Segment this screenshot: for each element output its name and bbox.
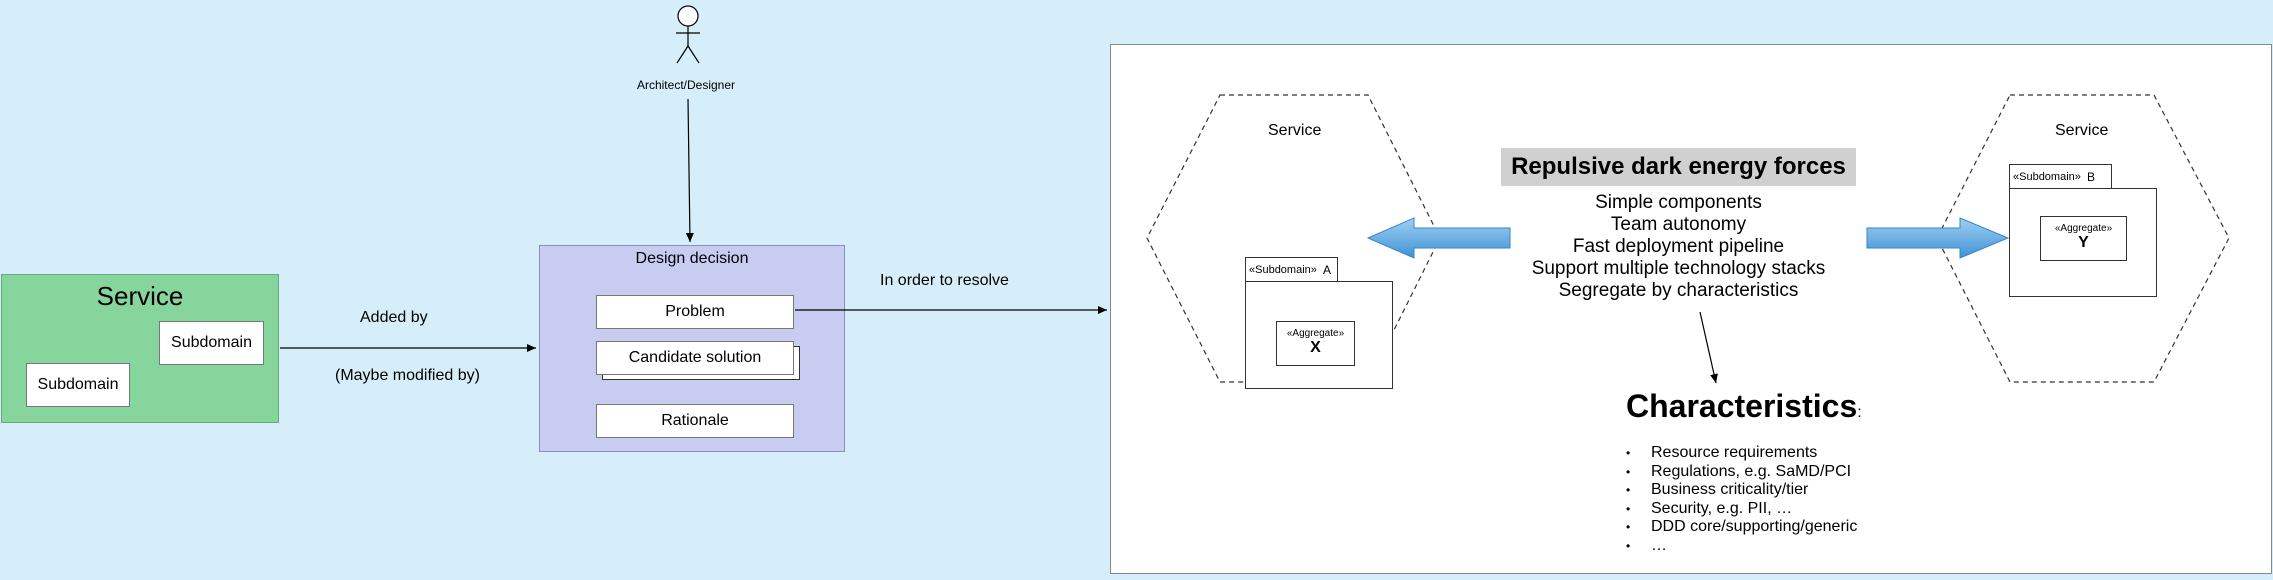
characteristic-item: DDD core/supporting/generic (1626, 518, 1857, 537)
service-hexagon-right (1936, 94, 2230, 383)
characteristics-title: Characteristics (1626, 388, 1858, 424)
characteristics-list: Resource requirements Regulations, e.g. … (1626, 444, 1857, 555)
subdomain-a-body: «Aggregate» X (1245, 281, 1393, 389)
problem-box: Problem (596, 295, 794, 329)
candidate-solution-box: Candidate solution (596, 341, 794, 375)
edge-label-added-by: Added by (360, 309, 428, 326)
design-decision-title: Design decision (635, 250, 749, 267)
forces-list: Simple components Team autonomy Fast dep… (1486, 192, 1871, 302)
design-decision-box: Design decision Problem Candidate soluti… (539, 245, 845, 452)
characteristics-heading: Characteristics: (1626, 388, 1862, 425)
rationale-box: Rationale (596, 404, 794, 438)
characteristic-item: Regulations, e.g. SaMD/PCI (1626, 463, 1857, 482)
subdomain-b-stereotype: «Subdomain» (2013, 170, 2081, 183)
characteristic-item: Business criticality/tier (1626, 481, 1857, 500)
force-item: Fast deployment pipeline (1572, 236, 1785, 257)
characteristic-item: Security, e.g. PII, … (1626, 500, 1857, 519)
characteristics-colon: : (1857, 404, 1862, 421)
service-label-right: Service (2055, 122, 2109, 139)
edge-label-in-order-to-resolve: In order to resolve (880, 272, 1009, 289)
characteristic-item: … (1626, 537, 1857, 556)
subdomain-a-tab: «Subdomain» A (1245, 257, 1338, 282)
subdomain-box-lower: Subdomain (26, 363, 130, 407)
block-arrow-right (1866, 217, 2010, 259)
service-label-left: Service (1268, 122, 1322, 139)
force-item: Segregate by characteristics (1558, 280, 1799, 301)
aggregate-y: «Aggregate» Y (2040, 216, 2127, 261)
subdomain-b-tab: «Subdomain» B (2009, 164, 2112, 189)
characteristic-item: Resource requirements (1626, 444, 1857, 463)
actor-stick-figure (676, 5, 700, 64)
aggregate-x: «Aggregate» X (1276, 321, 1355, 366)
subdomain-b-name: B (2087, 169, 2096, 184)
service-title: Service (96, 281, 184, 311)
service-box-left: Service Subdomain Subdomain (1, 274, 279, 423)
subdomain-a-stereotype: «Subdomain» (1249, 263, 1317, 276)
force-item: Team autonomy (1610, 214, 1747, 235)
actor-label: Architect/Designer (636, 78, 736, 92)
forces-title: Repulsive dark energy forces (1501, 148, 1856, 186)
force-item: Support multiple technology stacks (1531, 258, 1826, 279)
connector-forces-to-characteristics (1699, 311, 1718, 384)
subdomain-b-body: «Aggregate» Y (2009, 188, 2157, 297)
aggregate-x-name: X (1310, 339, 1321, 356)
connector-actor-to-decision (685, 98, 694, 243)
aggregate-x-stereotype: «Aggregate» (1286, 328, 1345, 339)
aggregate-y-stereotype: «Aggregate» (2054, 223, 2113, 234)
block-arrow-left (1366, 217, 1511, 259)
aggregate-y-name: Y (2078, 234, 2089, 251)
edge-label-maybe-modified-by: (Maybe modified by) (335, 367, 480, 384)
force-item: Simple components (1595, 192, 1762, 213)
subdomain-a-name: A (1323, 262, 1332, 277)
subdomain-box-upper: Subdomain (159, 321, 264, 365)
